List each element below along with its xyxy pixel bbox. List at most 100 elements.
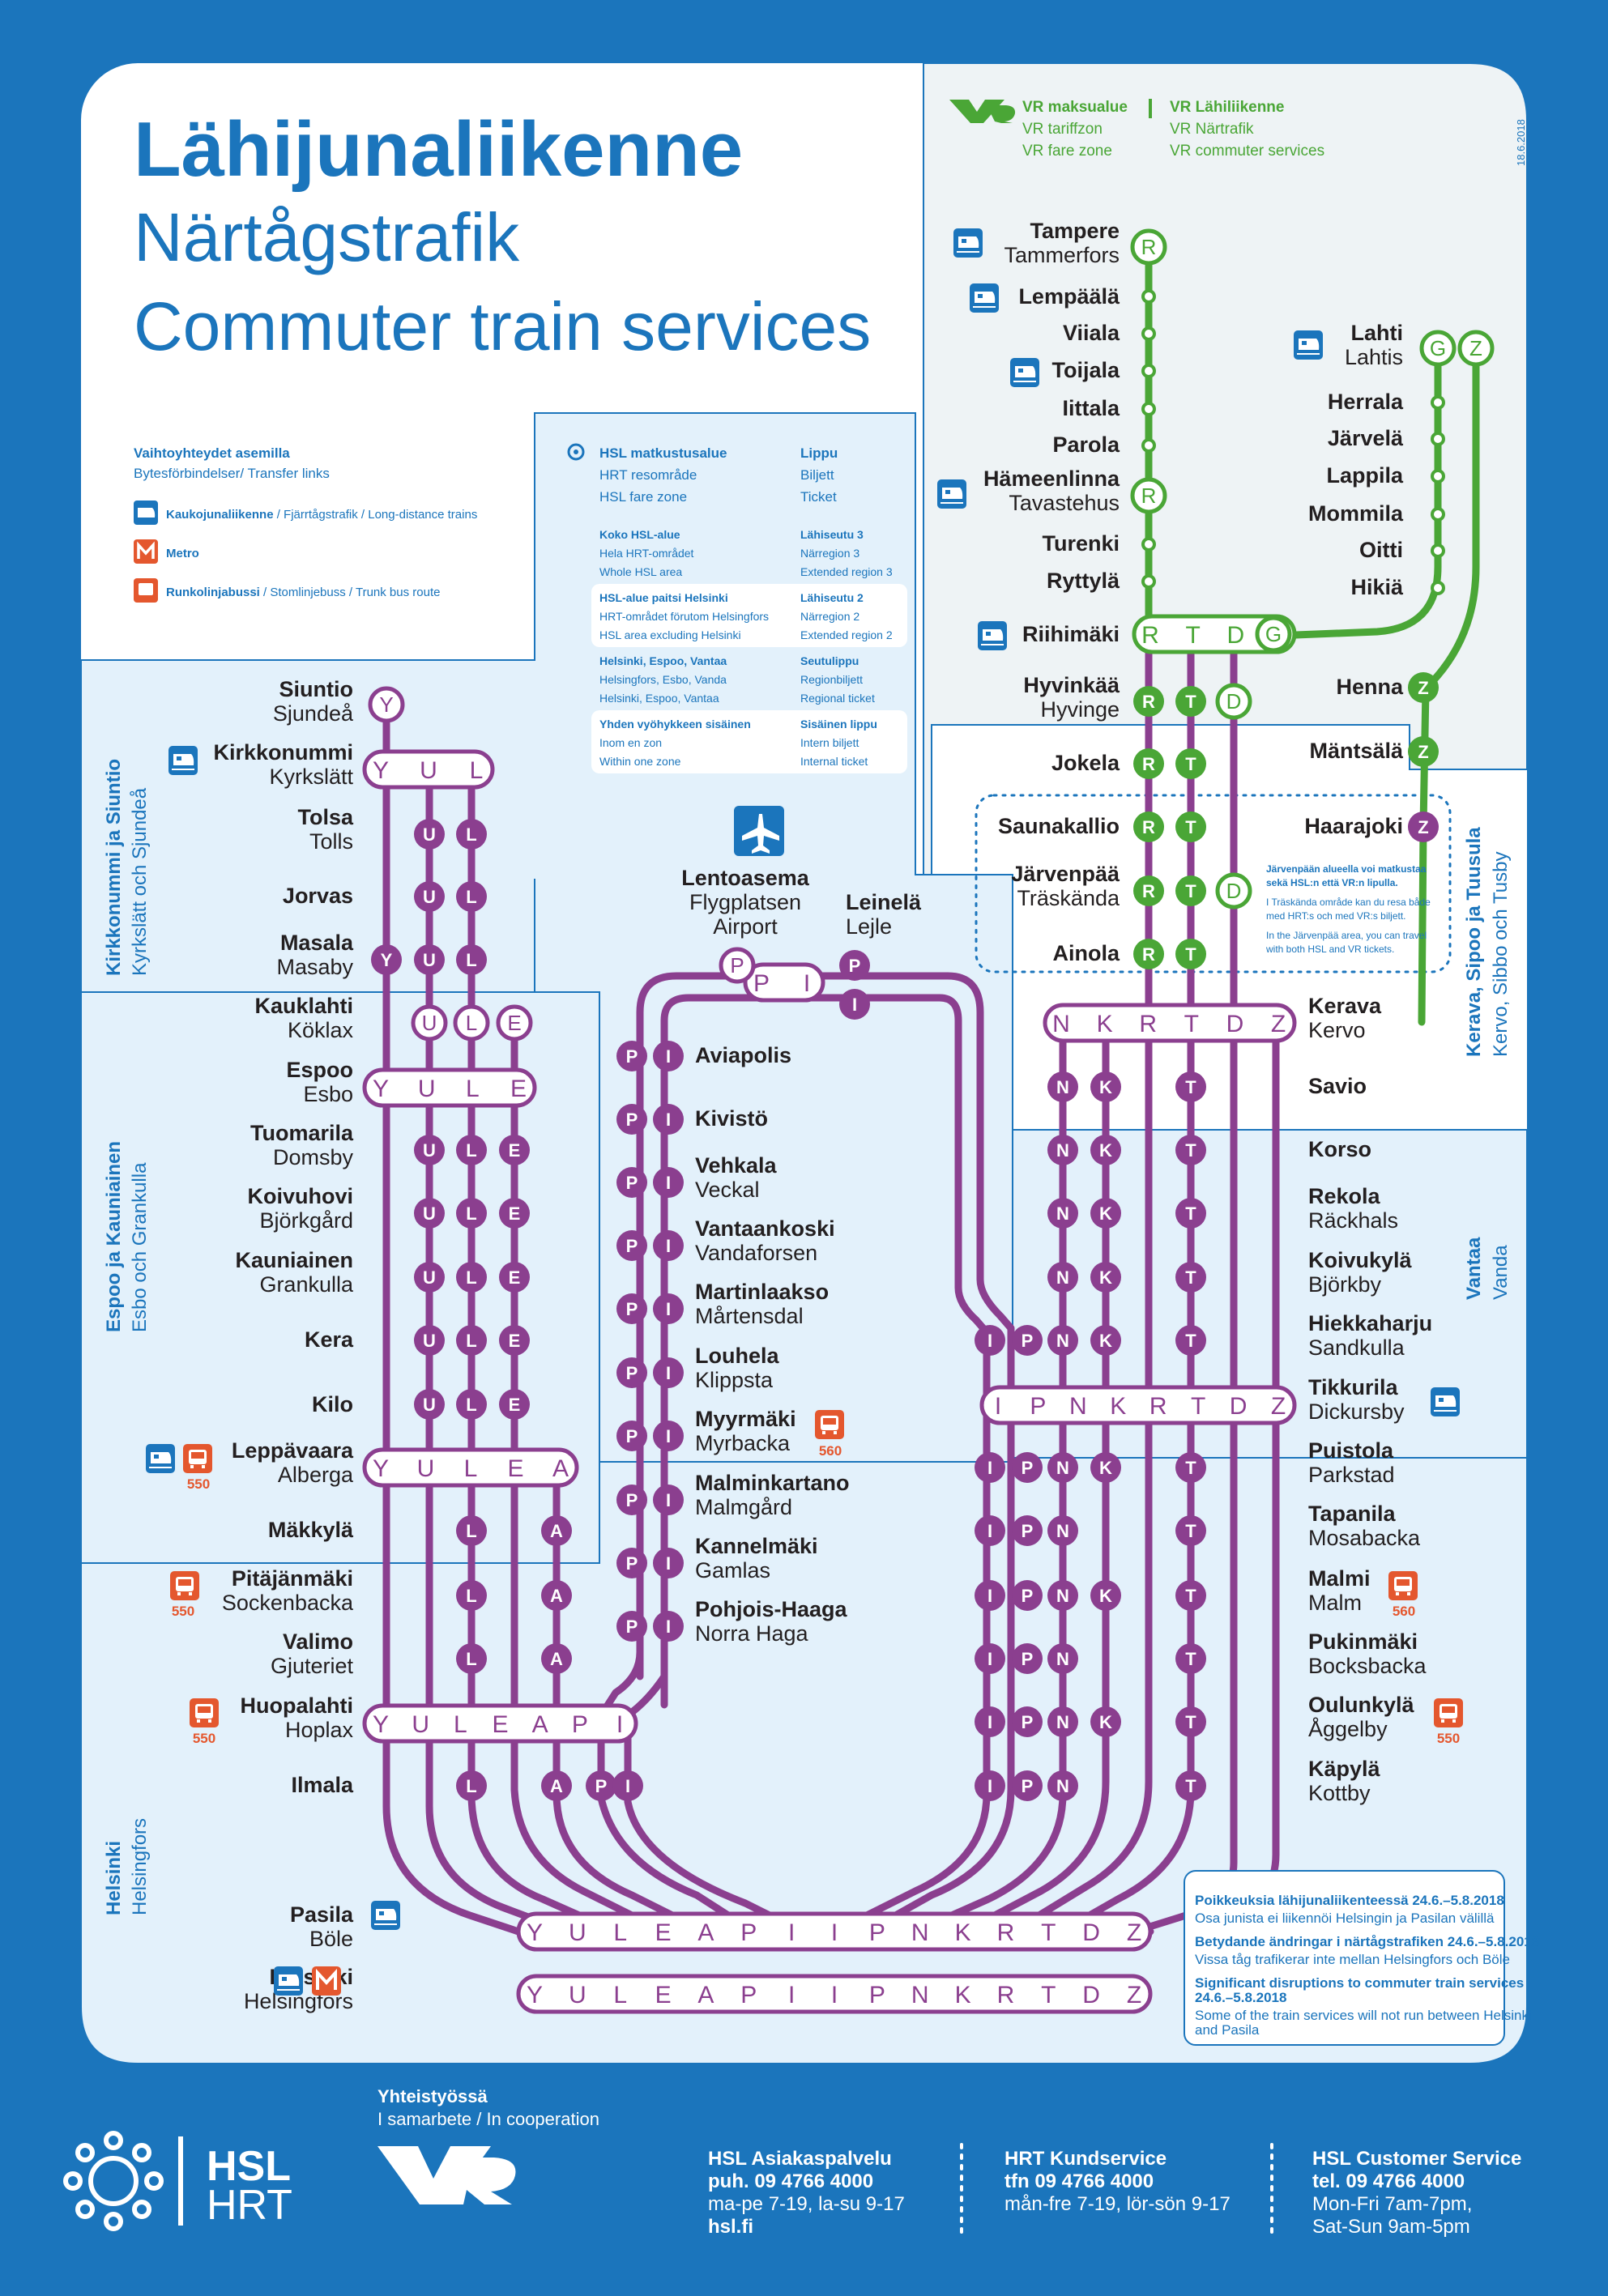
svg-text:E: E bbox=[507, 1455, 523, 1482]
station-pohjois_haaga-p: P bbox=[616, 1611, 647, 1642]
label-kannelmaki-fi: Kannelmäki bbox=[695, 1534, 818, 1558]
station-hiekkaharju-n: N bbox=[1047, 1325, 1078, 1356]
svg-text:N: N bbox=[911, 1919, 929, 1946]
svg-text:I: I bbox=[987, 1331, 992, 1351]
svg-text:I: I bbox=[666, 1426, 671, 1446]
region-espoo-fi: Espoo ja Kauniainen bbox=[103, 1141, 125, 1332]
svg-text:T: T bbox=[1041, 1982, 1056, 2008]
svg-text:E: E bbox=[510, 1076, 527, 1102]
station-kannelmaki-p: P bbox=[616, 1548, 647, 1578]
station-kapyla-p: P bbox=[1012, 1770, 1043, 1801]
svg-text:P: P bbox=[626, 1363, 638, 1383]
label-malmi-fi: Malmi bbox=[1308, 1566, 1371, 1591]
footer-contact-line: tel. 09 4766 4000 bbox=[1312, 2170, 1465, 2192]
station-savio-t: T bbox=[1175, 1071, 1206, 1102]
transfer-legend: Vaihtoyhteydet asemilla Bytesförbindelse… bbox=[134, 445, 477, 603]
svg-text:P: P bbox=[1022, 1331, 1034, 1351]
svg-text:U: U bbox=[569, 1982, 586, 2008]
label-ainola-fi: Ainola bbox=[1052, 941, 1120, 965]
bus-icon-malmi bbox=[1388, 1571, 1418, 1600]
station-kera-l: L bbox=[456, 1325, 487, 1356]
station-leinela-p: P bbox=[839, 950, 870, 981]
station-koivuhovi-l: L bbox=[456, 1198, 487, 1229]
svg-text:T: T bbox=[1185, 692, 1196, 712]
label-kivisto: Kivistö bbox=[695, 1106, 768, 1131]
airport-icon bbox=[734, 806, 784, 856]
footer-contact-line: HSL Asiakaspalvelu bbox=[708, 2148, 892, 2170]
svg-text:P: P bbox=[626, 1299, 638, 1319]
svg-text:G: G bbox=[1430, 336, 1446, 360]
svg-text:K: K bbox=[1099, 1712, 1112, 1732]
svg-text:I: I bbox=[987, 1586, 992, 1606]
svg-text:P: P bbox=[626, 1617, 638, 1637]
logo-divider bbox=[178, 2136, 183, 2226]
label-lahti-sv: Lahtis bbox=[1345, 345, 1403, 369]
svg-text:I: I bbox=[995, 1393, 1001, 1420]
svg-text:N: N bbox=[1069, 1393, 1087, 1420]
station-pukinmaki-n: N bbox=[1047, 1643, 1078, 1674]
label-malmi-sv: Malm bbox=[1308, 1591, 1362, 1615]
station-hyvinkaa-d: D bbox=[1215, 683, 1252, 720]
label-vantaankoski-sv: Vandaforsen bbox=[695, 1241, 817, 1265]
label-huopalahti-fi: Huopalahti bbox=[241, 1693, 354, 1718]
svg-text:U: U bbox=[423, 1203, 436, 1224]
station-vehkala-p: P bbox=[616, 1167, 647, 1198]
svg-text:D: D bbox=[1226, 1011, 1244, 1037]
label-pasila-fi: Pasila bbox=[290, 1902, 354, 1927]
svg-text:R: R bbox=[1149, 1393, 1167, 1420]
station-hiekkaharju-p: P bbox=[1012, 1325, 1043, 1356]
label-louhela-sv: Klippsta bbox=[695, 1368, 774, 1392]
region-helsinki-fi: Helsinki bbox=[103, 1841, 125, 1915]
label-pohjois_haaga-fi: Pohjois-Haaga bbox=[695, 1597, 848, 1621]
label-riihimaki-fi: Riihimäki bbox=[1022, 622, 1120, 646]
label-martinlaakso-sv: Mårtensdal bbox=[695, 1304, 804, 1328]
station-dot-green-r-6 bbox=[1141, 574, 1156, 589]
fare-row-right: Seutulippu bbox=[800, 654, 859, 667]
station-riihimaki-g: G bbox=[1255, 616, 1292, 653]
svg-text:I: I bbox=[987, 1521, 992, 1541]
svg-text:L: L bbox=[613, 1982, 627, 2008]
station-lahti-z: Z bbox=[1457, 330, 1495, 367]
fare-head-right-fi: Lippu bbox=[800, 445, 838, 461]
station-kera-e: E bbox=[499, 1325, 530, 1356]
fare-row-left: HSL-alue paitsi Helsinki bbox=[599, 591, 728, 604]
station-kivisto-p: P bbox=[616, 1104, 647, 1135]
station-tapanila-n: N bbox=[1047, 1515, 1078, 1546]
jarvenpaa-note-line: Järvenpään alueella voi matkustaa bbox=[1266, 863, 1427, 875]
station-lahti-g: G bbox=[1419, 330, 1457, 367]
vr-commuter-fi: VR Lähiliikenne bbox=[1170, 99, 1284, 116]
svg-text:Z: Z bbox=[1271, 1393, 1286, 1420]
label-tapanila-sv: Mosabacka bbox=[1308, 1526, 1421, 1550]
transfer-legend-label: Runkolinjabussi / Stomlinjebuss / Trunk … bbox=[166, 586, 440, 599]
svg-text:I: I bbox=[666, 1299, 671, 1319]
transfer-legend-bold: Metro bbox=[166, 547, 199, 560]
svg-text:T: T bbox=[1185, 1331, 1196, 1351]
fare-row-left: HSL area excluding Helsinki bbox=[599, 628, 741, 641]
bus-icon-myyrmaki bbox=[815, 1410, 844, 1439]
disruption-fi-title: Poikkeuksia lähijunaliikenteessä 24.6.–5… bbox=[1195, 1893, 1504, 1908]
label-oitti-fi: Oitti bbox=[1359, 538, 1403, 562]
svg-text:D: D bbox=[1082, 1919, 1100, 1946]
station-tolsa-u: U bbox=[414, 819, 445, 850]
station-oulunkyla-t: T bbox=[1175, 1706, 1206, 1737]
title-swedish: Närtågstrafik bbox=[134, 199, 520, 275]
svg-text:Z: Z bbox=[1271, 1011, 1286, 1037]
line-e-lower bbox=[510, 1462, 668, 1936]
station-dot-green-g-2 bbox=[1431, 469, 1445, 483]
label-riihimaki: Riihimäki bbox=[1022, 622, 1120, 646]
svg-text:T: T bbox=[1185, 1776, 1196, 1796]
label-hiekkaharju-sv: Sandkulla bbox=[1308, 1335, 1405, 1360]
station-tuomarila-e: E bbox=[499, 1135, 530, 1165]
label-haarajoki-fi: Haarajoki bbox=[1304, 814, 1403, 838]
label-jarvela: Järvelä bbox=[1328, 426, 1404, 450]
station-kauniainen-u: U bbox=[414, 1262, 445, 1293]
label-aviapolis-fi: Aviapolis bbox=[695, 1043, 791, 1067]
